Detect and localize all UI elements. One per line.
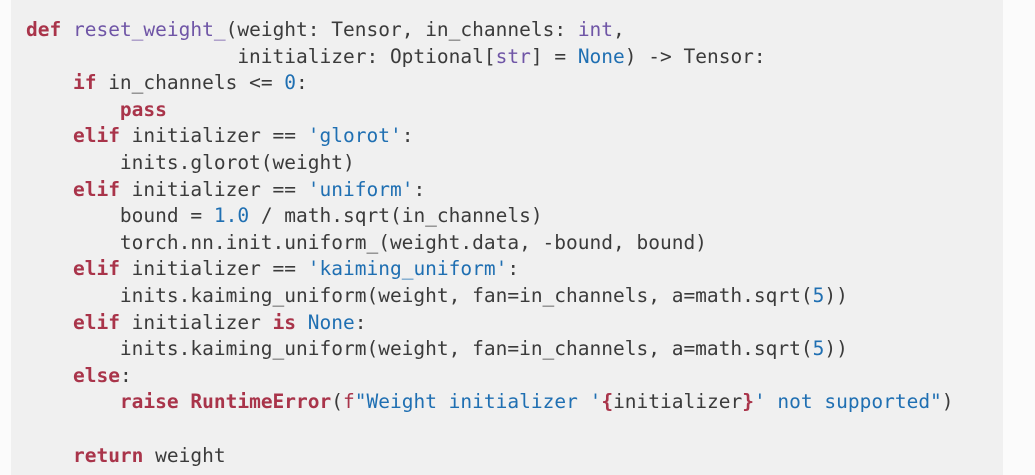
code-line: if in_channels <= 0: [26,70,954,97]
code-token-plain: : [413,177,426,201]
code-token-plain: bound = [26,204,214,228]
code-line: elif initializer == 'kaiming_uniform': [26,256,954,283]
code-token-brace: { [601,390,614,414]
code-token-str: "Weight initializer ' [354,390,602,414]
code-line: pass [26,97,954,124]
code-token-kw: elif [72,310,120,334]
code-token-kw: pass [119,97,167,121]
code-token-plain [26,311,73,334]
code-token-type: int [577,18,614,41]
code-token-plain [296,311,308,334]
code-token-plain: ) -> Tensor: [624,44,766,68]
code-token-plain: in_channels <= [96,71,285,95]
code-token-plain: (weight: Tensor, in_channels: [225,18,578,41]
code-token-plain: initializer == [119,257,308,281]
code-line: inits.glorot(weight) [26,150,954,177]
code-line: torch.nn.init.uniform_(weight.data, -bou… [26,230,954,257]
code-token-plain: : [296,71,308,95]
code-token-num: 1.0 [213,204,250,228]
code-token-str: 'uniform' [307,177,414,201]
code-line: inits.kaiming_uniform(weight, fan=in_cha… [26,283,954,310]
code-token-plain: inits.glorot(weight) [26,150,355,174]
code-token-plain: ) [941,390,954,414]
code-token-plain: , [613,18,625,41]
code-token-type: str [495,44,531,68]
code-token-plain [26,390,120,413]
code-token-str: 'kaiming_uniform' [307,257,508,281]
code-token-const: None [577,44,625,68]
code-token-fprefix: f [343,390,355,414]
code-line: raise RuntimeError(f"Weight initializer … [26,389,954,416]
code-token-kw: else [72,363,120,387]
code-line: initializer: Optional[str] = None) -> Te… [26,44,954,71]
code-token-plain: torch.nn.init.uniform_(weight.data, -bou… [26,230,707,254]
code-token-kw: elif [72,177,120,201]
code-token-plain: initializer == [119,124,308,148]
code-token-fn: reset_weight_ [72,18,226,41]
code-token-plain: / math.sqrt(in_channels) [249,204,543,228]
code-token-plain: initializer == [119,177,308,201]
code-token-plain: : [119,363,132,387]
code-token-plain [26,178,73,201]
code-line: elif initializer == 'glorot': [26,123,954,150]
code-line: elif initializer == 'uniform': [26,177,954,204]
code-token-plain [26,444,73,467]
code-token-str: 'glorot' [307,124,402,148]
code-token-const: None [307,310,355,334]
code-token-plain: inits.kaiming_uniform(weight, fan=in_cha… [26,337,813,361]
code-token-kw: raise [119,390,179,414]
code-line: bound = 1.0 / math.sqrt(in_channels) [26,203,954,230]
code-token-num: 5 [812,337,825,361]
code-token-kw: elif [72,257,120,281]
code-line: else: [26,363,954,390]
code-token-brace: } [742,390,754,414]
code-token-plain [26,124,73,147]
code-token-plain [26,71,73,94]
code-token-plain [26,98,120,121]
code-token-kw: if [72,71,97,95]
code-token-plain: weight [143,443,226,467]
code-token-plain [61,18,73,41]
code-token-plain: ] = [530,44,578,68]
code-token-exc: RuntimeError [190,390,332,414]
code-token-plain [26,257,73,280]
code-token-plain: )) [824,283,848,307]
code-token-plain: ( [331,390,344,414]
code-token-plain: inits.kaiming_uniform(weight, fan=in_cha… [26,283,813,307]
code-line: def reset_weight_(weight: Tensor, in_cha… [26,17,954,44]
code-token-interp: initializer [613,390,743,414]
code-token-str: ' not supported" [753,390,942,414]
code-token-kw: elif [72,124,120,148]
code-token-kw: return [72,443,144,467]
code-panel: def reset_weight_(weight: Tensor, in_cha… [11,0,1003,475]
code-block[interactable]: def reset_weight_(weight: Tensor, in_cha… [26,17,954,469]
code-token-plain: : [354,310,367,334]
code-token-plain: initializer: Optional[ [26,44,496,68]
code-line: inits.kaiming_uniform(weight, fan=in_cha… [26,336,954,363]
code-line: return weight [26,443,954,470]
code-token-plain: initializer [119,310,273,334]
code-token-kw: is [272,310,297,334]
code-token-num: 5 [812,283,825,307]
code-token-plain [26,364,73,387]
code-line [26,416,954,443]
code-token-plain: : [401,124,414,148]
code-token-kw: def [26,18,62,41]
code-token-plain: )) [824,337,848,361]
code-token-plain: : [507,257,520,281]
code-token-plain [179,390,191,413]
code-token-num: 0 [284,71,297,95]
code-line: elif initializer is None: [26,310,954,337]
